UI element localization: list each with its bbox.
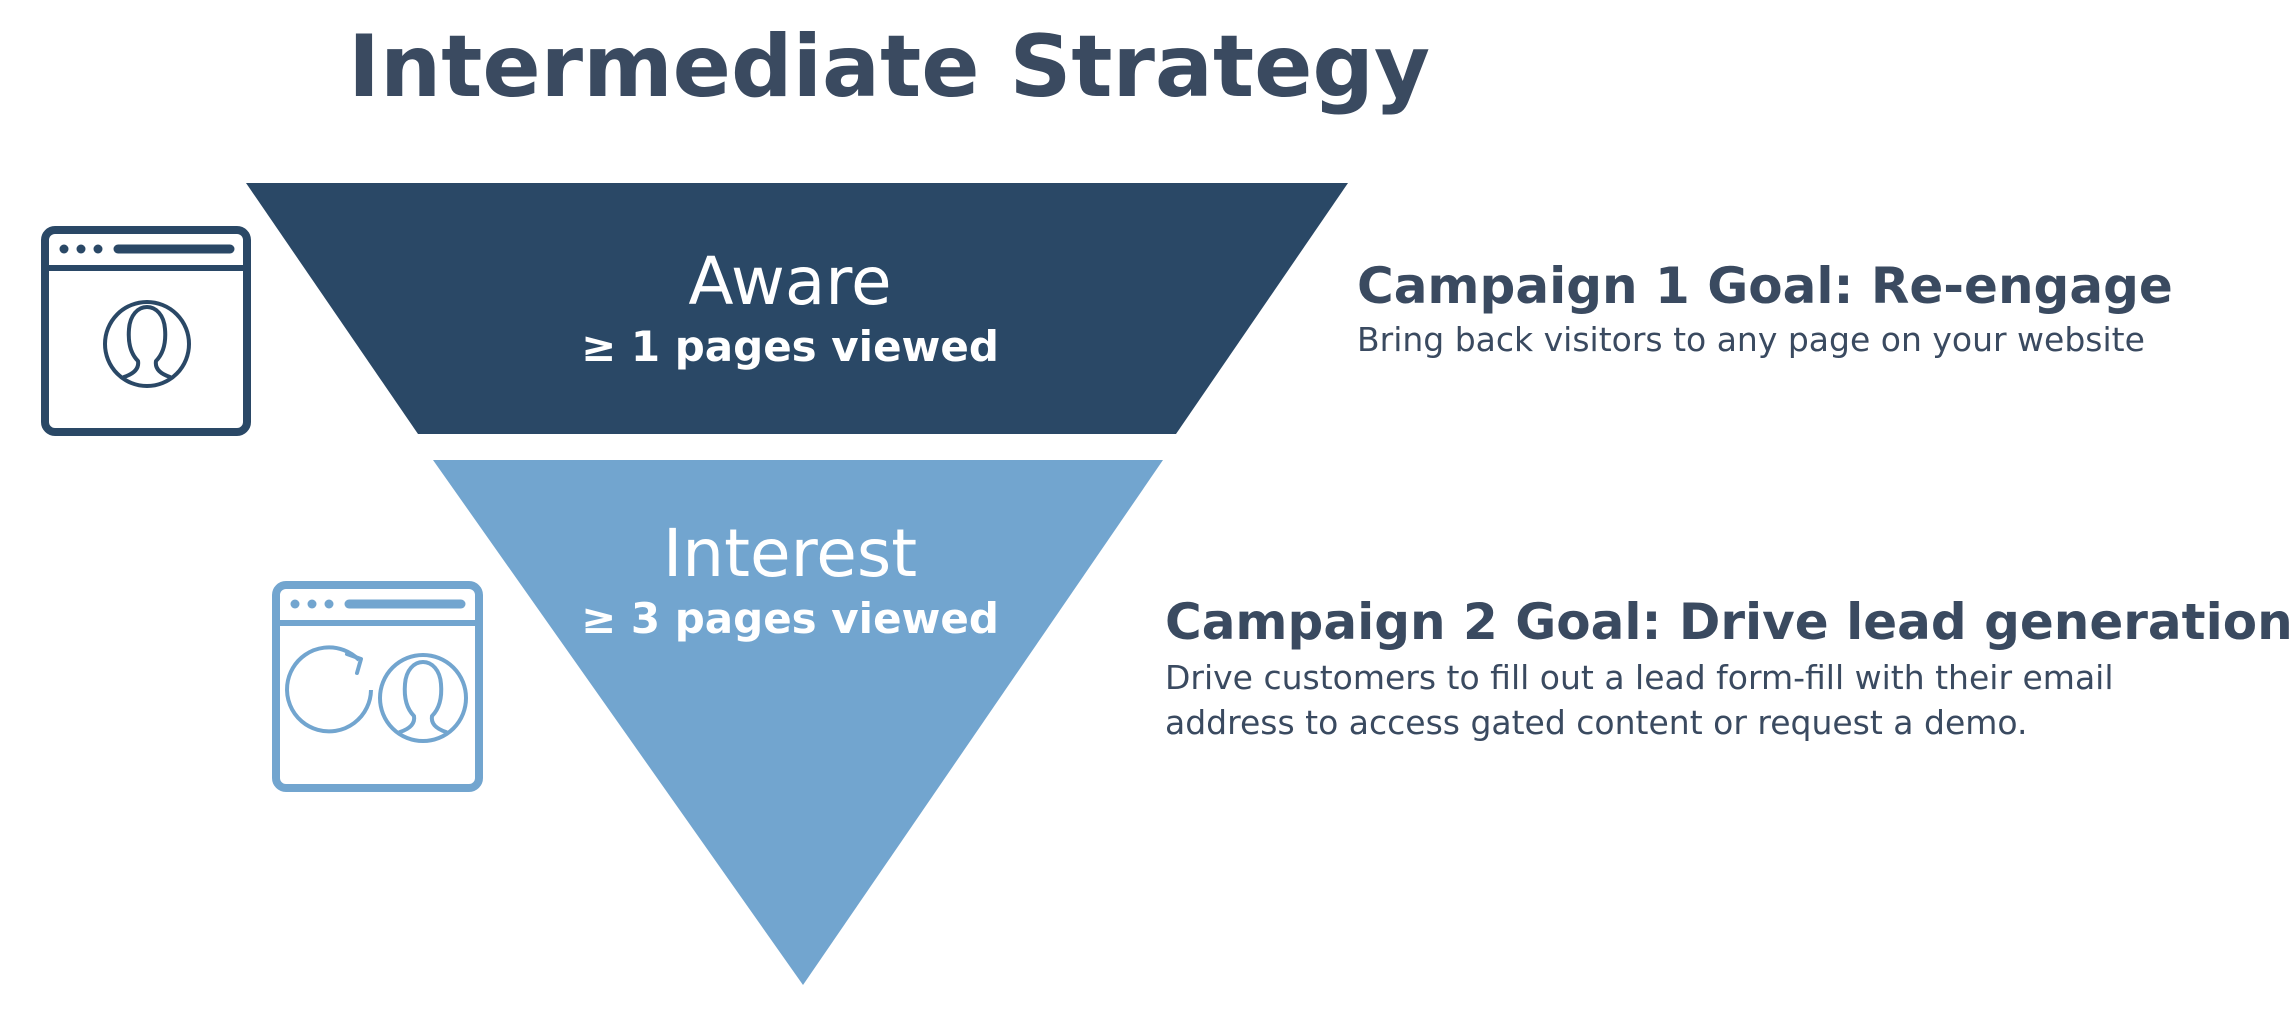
interest-stage-metric: ≥ 3 pages viewed — [581, 594, 999, 644]
campaign-2-goal-description: Drive customers to fill out a lead form-… — [1165, 658, 2114, 742]
aware-stage-shape — [246, 183, 1348, 434]
campaign-1-goal-description: Bring back visitors to any page on your … — [1357, 320, 2145, 359]
aware-stage-metric: ≥ 1 pages viewed — [581, 322, 999, 372]
funnel — [246, 183, 1348, 985]
campaign-2-goal: Campaign 2 Goal: Drive lead generation D… — [1165, 592, 2293, 745]
aware-stage-label: Aware ≥ 1 pages viewed — [490, 242, 1090, 374]
diagram-title: Intermediate Strategy — [348, 17, 1431, 117]
browser-window-returning-user-icon — [272, 581, 483, 792]
interest-stage-shape — [433, 460, 1163, 985]
aware-stage-name: Aware — [688, 243, 892, 320]
campaign-1-goal-title: Campaign 1 Goal: Re-engage — [1357, 257, 2173, 315]
campaign-2-goal-title: Campaign 2 Goal: Drive lead generation — [1165, 593, 2293, 651]
campaign-1-goal: Campaign 1 Goal: Re-engage Bring back vi… — [1357, 256, 2173, 363]
browser-window-user-icon — [41, 226, 251, 436]
interest-stage-name: Interest — [662, 515, 918, 592]
refresh-icon — [285, 645, 373, 734]
user-icon — [378, 653, 468, 743]
interest-stage-label: Interest ≥ 3 pages viewed — [490, 514, 1090, 646]
